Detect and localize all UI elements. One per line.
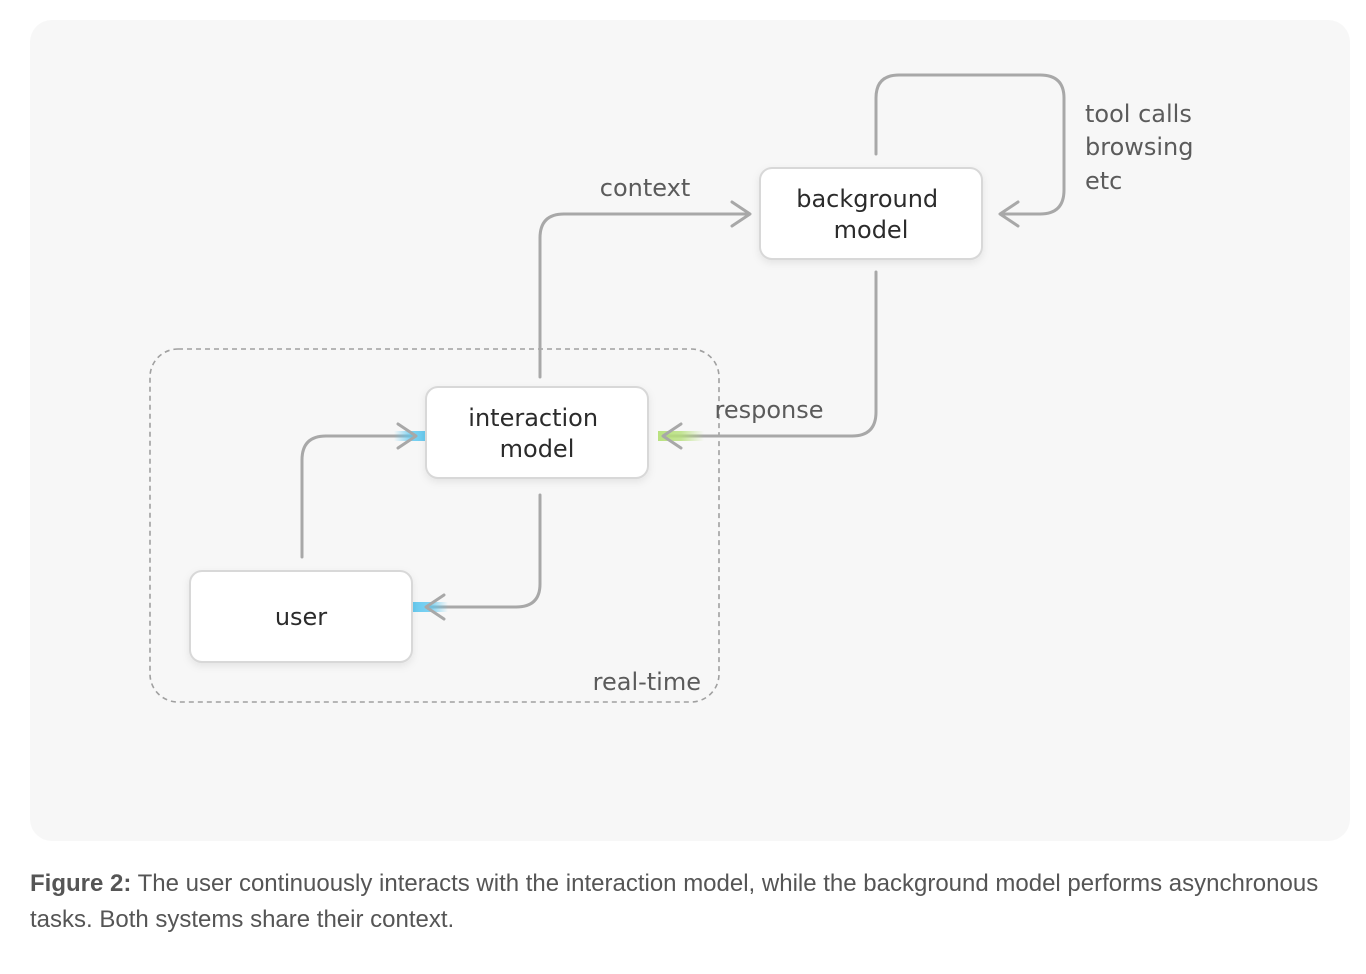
tool-calls-line-1: tool calls — [1085, 100, 1192, 128]
figure-caption: Figure 2: The user continuously interact… — [30, 866, 1330, 938]
background-model-line-1: background — [796, 185, 938, 213]
user-label: user — [275, 603, 327, 631]
response-label: response — [714, 396, 823, 424]
interaction-to-user-highlight — [412, 602, 448, 612]
interaction-model-line-2: model — [500, 435, 575, 463]
user-node: user — [189, 570, 413, 663]
tool-calls-loop-edge — [874, 73, 1066, 216]
context-edge — [538, 212, 750, 379]
response-highlight — [658, 431, 704, 441]
tool-calls-arrowhead — [998, 200, 1020, 228]
real-time-group — [149, 348, 720, 703]
user-to-interaction-arrowhead — [396, 422, 418, 450]
response-arrowhead — [661, 422, 683, 450]
real-time-label: real-time — [593, 668, 701, 696]
response-edge — [662, 270, 878, 438]
interaction-to-user-arrowhead — [424, 593, 446, 621]
background-model-line-2: model — [834, 216, 909, 244]
background-model-node: background model — [759, 167, 983, 260]
context-arrowhead — [730, 200, 752, 228]
tool-calls-line-3: etc — [1085, 167, 1122, 195]
figure-panel — [30, 20, 1350, 841]
context-label: context — [600, 174, 690, 202]
svg-text:interaction model: interaction model — [468, 404, 605, 463]
interaction-to-user-edge — [425, 493, 542, 609]
interaction-model-line-1: interaction — [468, 404, 598, 432]
caption-label: Figure 2: — [30, 870, 132, 897]
user-to-interaction-highlight — [394, 431, 428, 441]
caption-text: The user continuously interacts with the… — [30, 870, 1319, 933]
user-to-interaction-edge — [300, 434, 415, 559]
tool-calls-label: tool calls browsing etc — [1085, 100, 1201, 195]
svg-text:background model: background model — [796, 185, 946, 244]
tool-calls-line-2: browsing — [1085, 133, 1194, 161]
interaction-model-node: interaction model — [425, 386, 649, 479]
